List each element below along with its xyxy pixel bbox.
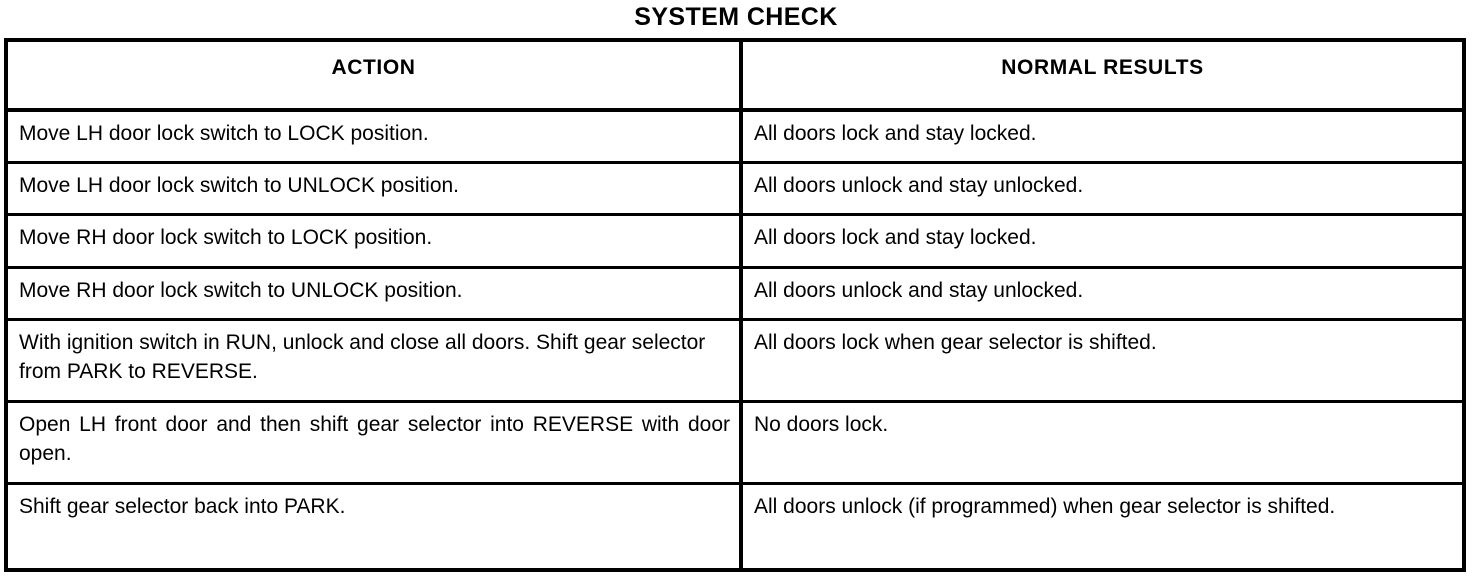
row-action-text: Move LH door lock switch to LOCK positio…	[19, 122, 429, 145]
table-row: Move RH door lock switch to LOCK positio…	[8, 214, 1462, 269]
row-result-text: No doors lock.	[754, 413, 889, 437]
row-action-text: Move RH door lock switch to LOCK positio…	[19, 226, 433, 250]
row-action-cell: Move RH door lock switch to UNLOCK posit…	[8, 267, 743, 321]
table-row: With ignition switch in RUN, unlock and …	[8, 319, 1462, 404]
row-action-text: Move RH door lock switch to UNLOCK posit…	[19, 278, 463, 302]
row-action-cell: Move RH door lock switch to LOCK positio…	[8, 214, 743, 269]
row-action-cell: Move LH door lock switch to UNLOCK posit…	[8, 162, 743, 217]
table-row: Move LH door lock switch to LOCK positio…	[8, 110, 1462, 164]
row-action-cell: Move LH door lock switch to LOCK positio…	[8, 110, 743, 164]
row-action-text: Open LH front door and then shift gear s…	[19, 413, 730, 466]
row-action-cell: Open LH front door and then shift gear s…	[8, 401, 743, 486]
column-header-normal-results: NORMAL RESULTS	[741, 42, 1462, 112]
table-row: Move LH door lock switch to UNLOCK posit…	[8, 162, 1462, 217]
row-result-cell: All doors lock and stay locked.	[741, 214, 1462, 269]
table-row: Shift gear selector back into PARK. All …	[8, 483, 1462, 568]
column-header-normal-results-label: NORMAL RESULTS	[1001, 56, 1204, 79]
table-row: Move RH door lock switch to UNLOCK posit…	[8, 267, 1462, 321]
row-action-text: Move LH door lock switch to UNLOCK posit…	[19, 173, 460, 197]
table-header: ACTION NORMAL RESULTS	[8, 42, 1462, 112]
row-result-cell: All doors lock when gear selector is shi…	[741, 319, 1462, 404]
row-result-cell: All doors lock and stay locked.	[741, 110, 1462, 164]
table-row: Open LH front door and then shift gear s…	[8, 401, 1462, 486]
row-result-text: All doors lock when gear selector is shi…	[754, 330, 1157, 354]
page-title: SYSTEM CHECK	[634, 3, 838, 31]
row-result-text: All doors unlock (if programmed) when ge…	[754, 495, 1336, 519]
row-result-cell: All doors unlock (if programmed) when ge…	[741, 483, 1462, 568]
column-header-action-label: ACTION	[331, 56, 416, 79]
row-action-text: Shift gear selector back into PARK.	[19, 495, 346, 519]
table-header-row: ACTION NORMAL RESULTS	[8, 42, 1462, 112]
row-result-text: All doors unlock and stay unlocked.	[754, 278, 1084, 302]
row-result-cell: No doors lock.	[741, 401, 1462, 486]
row-action-cell: Shift gear selector back into PARK.	[8, 483, 743, 568]
row-result-text: All doors unlock and stay unlocked.	[754, 173, 1084, 197]
row-action-cell: With ignition switch in RUN, unlock and …	[8, 319, 743, 404]
row-result-text: All doors lock and stay locked.	[754, 226, 1037, 250]
table-body: Move LH door lock switch to LOCK positio…	[8, 110, 1462, 568]
row-action-text: With ignition switch in RUN, unlock and …	[19, 330, 706, 383]
system-check-table: ACTION NORMAL RESULTS Move LH door lock …	[8, 42, 1462, 568]
column-header-action: ACTION	[8, 42, 743, 112]
row-result-cell: All doors unlock and stay unlocked.	[741, 267, 1462, 321]
row-result-cell: All doors unlock and stay unlocked.	[741, 162, 1462, 217]
system-check-table-container: ACTION NORMAL RESULTS Move LH door lock …	[4, 38, 1466, 572]
row-result-text: All doors lock and stay locked.	[754, 122, 1037, 145]
